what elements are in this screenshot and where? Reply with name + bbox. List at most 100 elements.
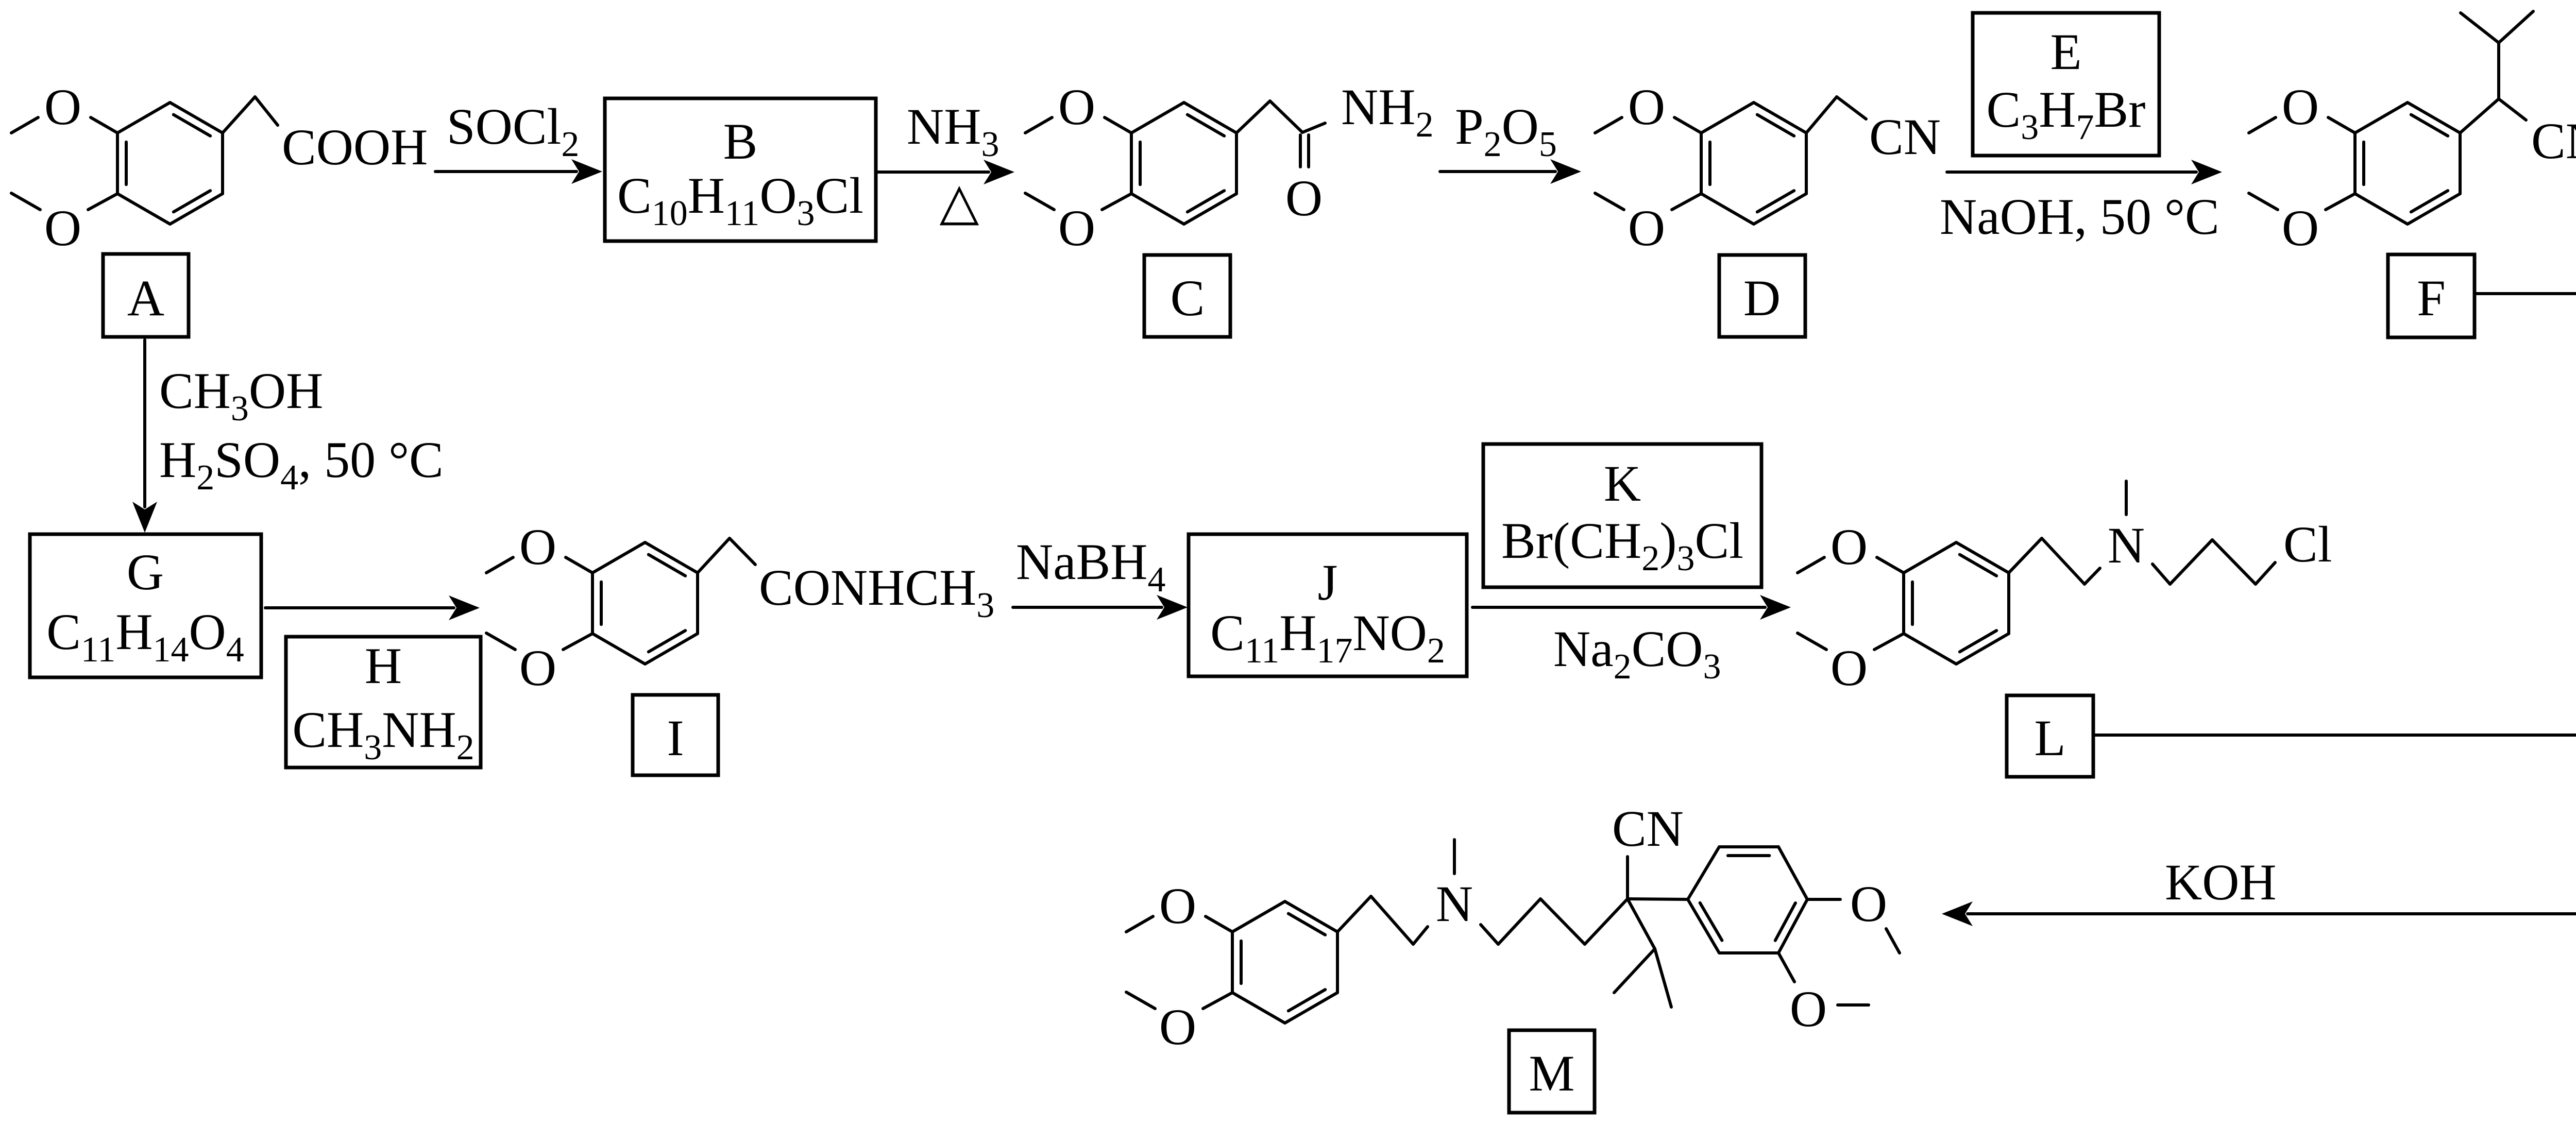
- group-m-cn: CN: [1612, 800, 1684, 857]
- compound-c-ring-bond: [1130, 192, 1185, 226]
- compound-l-ring-double-bond: [1958, 553, 1998, 577]
- compound-d-ring-double-bond: [1755, 113, 1796, 138]
- compound-m-isopropyl-bond: [1653, 947, 1673, 1009]
- label-m: M: [1529, 1045, 1575, 1102]
- compound-a-methoxy-bond: [89, 116, 119, 134]
- compound-d-chain: [1835, 95, 1868, 121]
- reagent-naoh: NaOH, 50 °C: [1940, 188, 2219, 245]
- compound-m-chain: [1369, 895, 1415, 946]
- atom-l-cl: Cl: [2283, 516, 2332, 573]
- compound-c-methyl-bond: [1024, 116, 1054, 134]
- label-box-m: [1507, 1028, 1597, 1115]
- compound-d-chain: [1805, 95, 1838, 134]
- compound-m-ring-bond: [1231, 900, 1286, 933]
- compound-c-ring-double-bond: [1185, 113, 1226, 138]
- label-h: H: [365, 637, 402, 694]
- compound-l-chain: [2040, 537, 2086, 586]
- reagent-box-h: [284, 635, 483, 770]
- compound-c-ring-bond: [1182, 101, 1238, 134]
- compound-m-isopropyl-bond: [1626, 897, 1656, 950]
- arrow-b-to-c-head-icon: [984, 160, 1014, 184]
- label-e: E: [2050, 23, 2081, 80]
- compound-a-ring-bond: [116, 101, 172, 134]
- arrow-g-to-i-head-icon: [449, 595, 480, 620]
- compound-m-methyl-bond: [1125, 915, 1155, 933]
- reagent-p2o5: P2O5: [1455, 98, 1557, 164]
- reagent-nh3: NH3: [907, 98, 999, 164]
- compound-i-ring-bond: [591, 541, 647, 574]
- compound-m-aryl-ring-bond: [1777, 845, 1809, 901]
- label-box-a: [101, 252, 191, 339]
- compound-l-chain: [2168, 538, 2214, 586]
- group-c-nh2: NH2: [1341, 78, 1433, 145]
- compound-d-methoxy-bond: [1670, 192, 1703, 211]
- label-d: D: [1743, 269, 1781, 327]
- compound-i-ring-double-bond: [647, 553, 687, 577]
- label-k: K: [1604, 455, 1641, 512]
- atom-m-n: N: [1436, 875, 1473, 932]
- compound-l-methyl-bond: [1796, 556, 1826, 574]
- compound-l-methoxy-o: O: [1831, 639, 1868, 696]
- compound-f-ring-double-bond: [2409, 113, 2450, 138]
- compound-m-aryl-ring-bond: [1777, 898, 1809, 954]
- compound-c-ring-bond: [1130, 101, 1185, 134]
- compound-m-methoxy-o: O: [1159, 998, 1196, 1055]
- compound-m-aryl-ring-bond: [1686, 845, 1721, 901]
- compound-l-ring-bond: [1902, 541, 1958, 574]
- compound-d-ring-bond: [1752, 192, 1808, 226]
- reagent-box-k: [1481, 442, 1764, 589]
- reagent-na2co3: Na2CO3: [1553, 620, 1721, 687]
- compound-d-methoxy-o: O: [1628, 78, 1665, 135]
- formula-j: C11H17NO2: [1210, 604, 1445, 671]
- atom-m-o-para: O: [1850, 875, 1887, 932]
- reagent-ch3oh: CH3OH: [159, 362, 323, 429]
- compound-l-ring-double-bond: [1958, 629, 1998, 654]
- compound-i-methoxy-bond: [564, 556, 594, 574]
- arrow-to-m-head-icon: [1942, 901, 1973, 926]
- compound-d-methoxy-bond: [1673, 116, 1703, 134]
- compound-i-methyl-bond: [485, 556, 515, 574]
- compound-a-methoxy-bond: [87, 192, 119, 211]
- compound-l-chain: [2007, 537, 2043, 574]
- label-box-f: [2386, 252, 2477, 339]
- bond-layer: [10, 10, 2576, 1025]
- compound-f-chain: [2497, 97, 2528, 122]
- compound-f-ring-bond: [2353, 101, 2409, 134]
- compound-m-chain: [1497, 897, 1542, 946]
- compound-f-ring-bond: [2406, 192, 2462, 226]
- compound-f-methoxy-o: O: [2282, 78, 2319, 135]
- reagent-box-e: [1971, 11, 2161, 158]
- compound-f-ring-double-bond: [2409, 189, 2450, 214]
- compound-f-methoxy-bond: [2324, 192, 2357, 211]
- arrow-c-to-d-head-icon: [1550, 159, 1581, 184]
- compound-l-methyl-bond: [1796, 632, 1828, 651]
- heat-triangle-icon: △: [940, 173, 979, 230]
- compound-c-ring-bond: [1182, 192, 1238, 226]
- compound-i-ring-bond: [643, 632, 699, 666]
- arrow-i-to-j-head-icon: [1157, 595, 1188, 620]
- compound-d-ring-bond: [1700, 192, 1755, 226]
- compound-f-methoxy-o: O: [2282, 199, 2319, 257]
- compound-f-ring-bond: [2406, 101, 2462, 134]
- compound-f-methoxy-bond: [2327, 116, 2357, 134]
- group-d-cn: CN: [1869, 108, 1941, 165]
- compound-box-b: [603, 96, 878, 243]
- compound-l-ring-bond: [1955, 632, 2010, 666]
- compound-box-j: [1187, 532, 1469, 678]
- compound-l-ring-bond: [1902, 632, 1958, 666]
- formula-b: C10H11O3Cl: [617, 167, 863, 233]
- compound-m-ring-double-bond: [1286, 912, 1327, 936]
- compound-m-methyl-bond: [1885, 927, 1901, 954]
- atom-l-n: N: [2108, 517, 2145, 574]
- compound-c-chain: [1268, 99, 1304, 134]
- label-box-i: [631, 693, 720, 777]
- compound-a-ring-double-bond: [172, 189, 212, 214]
- reagent-socl2: SOCl2: [447, 98, 579, 164]
- compound-m-ring-double-bond: [1286, 988, 1327, 1013]
- compound-m-chain: [1539, 897, 1586, 946]
- compound-a-methyl-bond: [10, 116, 40, 134]
- compound-a-methoxy-o: O: [44, 78, 81, 135]
- compound-d-ring-bond: [1752, 101, 1808, 134]
- label-g: G: [127, 543, 164, 601]
- label-box-c: [1142, 253, 1232, 339]
